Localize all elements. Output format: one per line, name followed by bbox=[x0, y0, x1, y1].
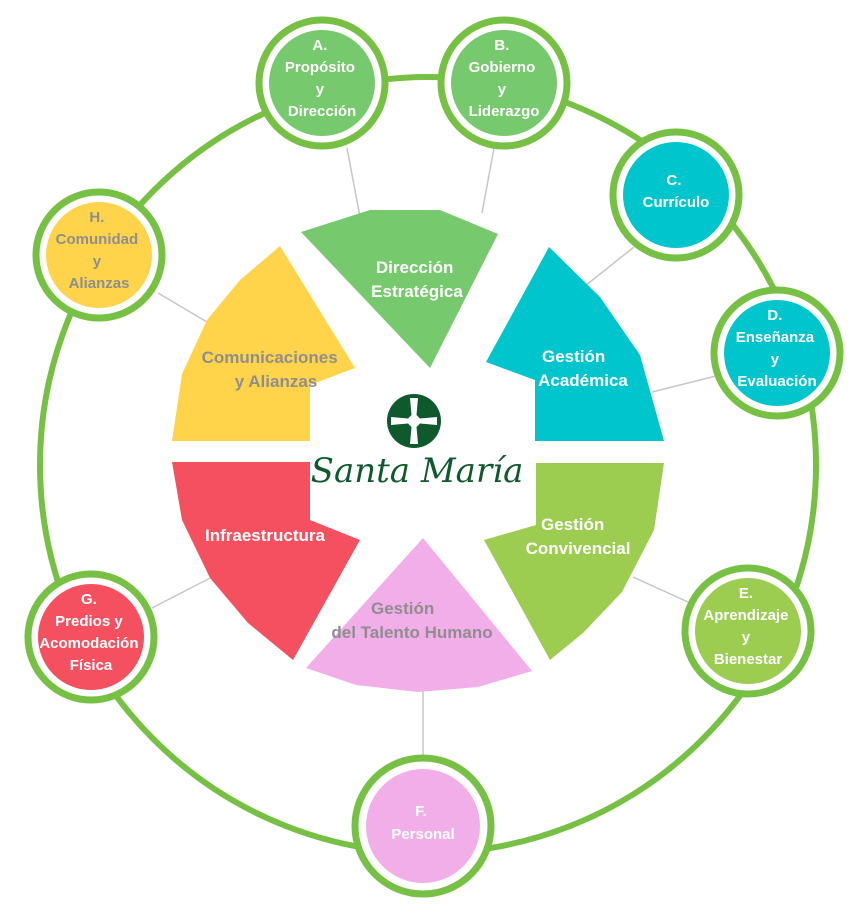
segment-direccion-shape bbox=[301, 210, 498, 368]
node-c[interactable]: C. Currículo bbox=[609, 128, 743, 262]
segment-comunicaciones[interactable]: Comunicaciones y Alianzas bbox=[172, 246, 355, 441]
segment-convivencial-shape bbox=[484, 463, 664, 660]
segment-infraestructura[interactable]: Infraestructura bbox=[172, 462, 360, 660]
cross-pattee-icon bbox=[387, 394, 441, 448]
segment-talento-shape bbox=[306, 538, 532, 692]
segment-academica[interactable]: Gestión Académica bbox=[486, 247, 664, 441]
connector-e bbox=[632, 576, 689, 603]
segment-comunicaciones-shape bbox=[172, 246, 355, 441]
segment-academica-shape bbox=[486, 247, 664, 441]
connector-lines bbox=[151, 147, 717, 760]
segment-comunicaciones-label: Comunicaciones y Alianzas bbox=[202, 348, 343, 391]
segment-academica-label: Gestión Académica bbox=[538, 347, 628, 390]
segment-convivencial-label: Gestión Convivencial bbox=[526, 515, 631, 558]
connector-c bbox=[579, 246, 635, 291]
segment-direccion[interactable]: Dirección Estratégica bbox=[301, 210, 498, 368]
node-a-label: A. Propósito y Dirección bbox=[285, 37, 359, 120]
segment-infraestructura-shape bbox=[172, 462, 360, 660]
segment-talento[interactable]: Gestión del Talento Humano bbox=[306, 538, 532, 692]
node-f-label: F. Personal bbox=[391, 803, 454, 843]
node-g-label: G. Predios y Acomodación Física bbox=[39, 591, 142, 674]
segment-infraestructura-label: Infraestructura bbox=[205, 526, 326, 545]
connector-g bbox=[151, 576, 213, 609]
node-h[interactable]: H. Comunidad y Alianzas bbox=[32, 188, 166, 322]
node-h-label: H. Comunidad y Alianzas bbox=[56, 209, 143, 292]
brand-name: Santa María bbox=[311, 451, 524, 491]
node-e[interactable]: E. Aprendizaje y Bienestar bbox=[681, 564, 815, 698]
node-c-label: C. Currículo bbox=[643, 172, 710, 211]
node-d[interactable]: D. Enseñanza y Evaluación bbox=[710, 286, 844, 420]
connector-d bbox=[651, 375, 717, 393]
node-e-label: E. Aprendizaje y Bienestar bbox=[703, 585, 792, 668]
connector-b bbox=[481, 147, 495, 214]
node-f[interactable]: F. Personal bbox=[351, 754, 495, 898]
node-b-label: B. Gobierno y Liderazgo bbox=[469, 37, 540, 120]
connector-h bbox=[157, 292, 213, 326]
segment-convivencial[interactable]: Gestión Convivencial bbox=[484, 463, 664, 660]
node-g[interactable]: G. Predios y Acomodación Física bbox=[24, 570, 158, 704]
center-logo: Santa María bbox=[311, 394, 524, 491]
segment-direccion-label: Dirección Estratégica bbox=[371, 258, 463, 301]
node-b[interactable]: B. Gobierno y Liderazgo bbox=[437, 16, 571, 150]
connector-a bbox=[346, 147, 361, 218]
node-a[interactable]: A. Propósito y Dirección bbox=[255, 16, 389, 150]
segment-talento-label: Gestión del Talento Humano bbox=[331, 599, 492, 642]
node-d-label: D. Enseñanza y Evaluación bbox=[736, 307, 819, 390]
